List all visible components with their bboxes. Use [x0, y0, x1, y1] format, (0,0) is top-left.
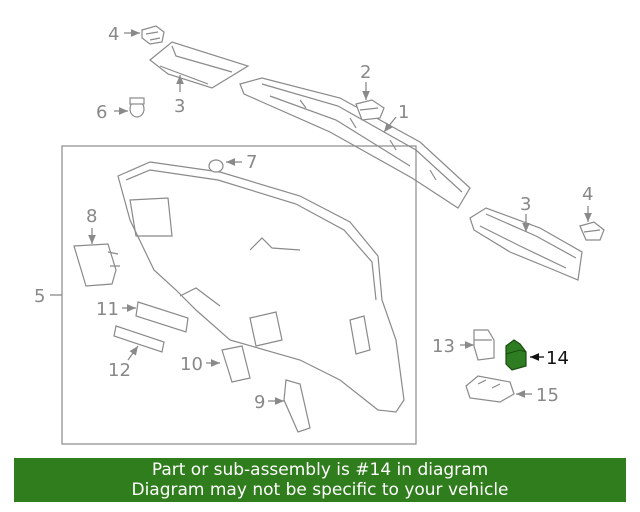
part-14-highlighted[interactable]: [505, 339, 527, 371]
label-8: 8: [86, 206, 97, 227]
label-9: 9: [254, 392, 265, 413]
part-9-cover[interactable]: [283, 379, 311, 433]
label-4-left: 4: [108, 24, 119, 45]
banner-line-2: Diagram may not be specific to your vehi…: [131, 480, 509, 500]
part-11-handle[interactable]: [135, 301, 189, 333]
label-12: 12: [108, 360, 131, 381]
label-5: 5: [34, 286, 45, 307]
label-14: 14: [546, 348, 569, 369]
part-6-push-clip[interactable]: [129, 97, 145, 118]
label-6: 6: [96, 102, 107, 123]
label-15: 15: [536, 385, 559, 406]
part-15-bracket[interactable]: [465, 375, 515, 403]
part-3-trim-left[interactable]: [149, 41, 250, 89]
part-10-cover[interactable]: [221, 345, 251, 383]
part-2-clip[interactable]: [355, 99, 385, 121]
part-4-clip-right[interactable]: [579, 221, 605, 241]
part-7-clip[interactable]: [208, 159, 224, 173]
label-13: 13: [432, 336, 455, 357]
label-4-right: 4: [582, 184, 593, 205]
label-11: 11: [96, 299, 119, 320]
label-3-left: 3: [174, 96, 185, 117]
label-7: 7: [246, 152, 257, 173]
part-13-switch[interactable]: [473, 329, 495, 361]
label-2: 2: [360, 62, 371, 83]
part-5-liftgate-trim-panel[interactable]: [117, 161, 405, 413]
label-1: 1: [398, 102, 409, 123]
part-12-pull-strap[interactable]: [113, 325, 165, 353]
banner-line-1: Part or sub-assembly is #14 in diagram: [151, 460, 489, 480]
part-4-clip-left[interactable]: [141, 25, 165, 45]
part-1-upper-trim[interactable]: [239, 77, 471, 209]
label-3-right: 3: [520, 194, 531, 215]
info-banner: Part or sub-assembly is #14 in diagram D…: [14, 458, 626, 502]
part-8-cover[interactable]: [73, 243, 120, 287]
label-10: 10: [180, 354, 203, 375]
part-3-trim-right[interactable]: [469, 207, 583, 281]
